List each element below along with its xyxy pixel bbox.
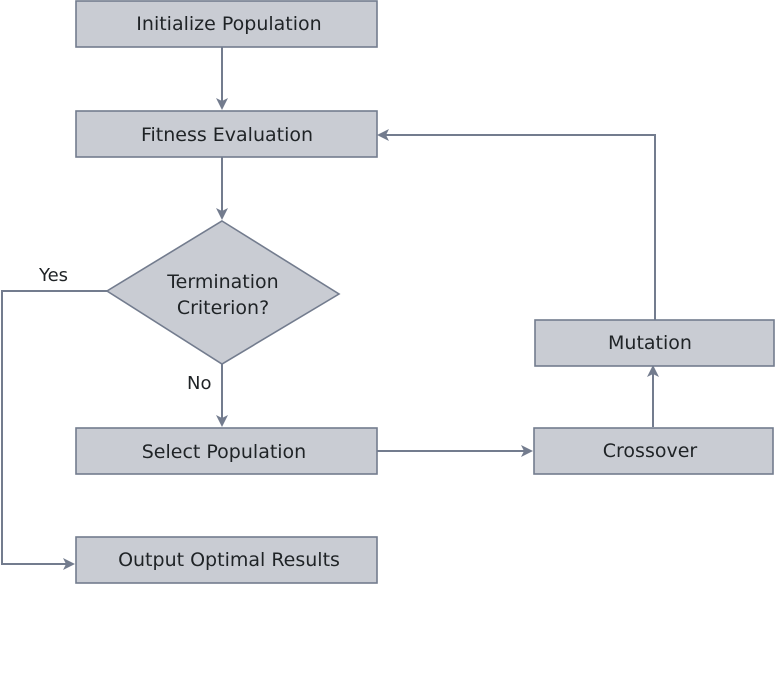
- edge-label-yes: Yes: [38, 265, 68, 286]
- node-output-optimal-results: Output Optimal Results: [75, 536, 378, 584]
- node-mutation: Mutation: [534, 319, 775, 367]
- node-label-fitness-evaluation: Fitness Evaluation: [141, 124, 313, 146]
- edge-decision-yes-to-output: [1, 290, 107, 570]
- decision-label-line-1: Termination: [166, 271, 278, 293]
- node-label-mutation: Mutation: [608, 332, 692, 354]
- node-termination-decision: Termination Criterion?: [105, 220, 341, 365]
- node-label-output-optimal-results: Output Optimal Results: [118, 549, 340, 571]
- decision-label-line-2: Criterion?: [177, 297, 269, 319]
- node-initialize-population: Initialize Population: [75, 0, 378, 48]
- node-label-crossover: Crossover: [603, 440, 698, 462]
- node-label-initialize-population: Initialize Population: [136, 13, 321, 35]
- edge-label-no: No: [187, 373, 211, 394]
- node-select-population: Select Population: [75, 427, 378, 475]
- edge-mutation-to-fitness: [377, 129, 656, 320]
- edges: [1, 47, 659, 570]
- node-fitness-evaluation: Fitness Evaluation: [75, 110, 378, 158]
- node-label-select-population: Select Population: [142, 441, 306, 463]
- node-crossover: Crossover: [533, 427, 774, 475]
